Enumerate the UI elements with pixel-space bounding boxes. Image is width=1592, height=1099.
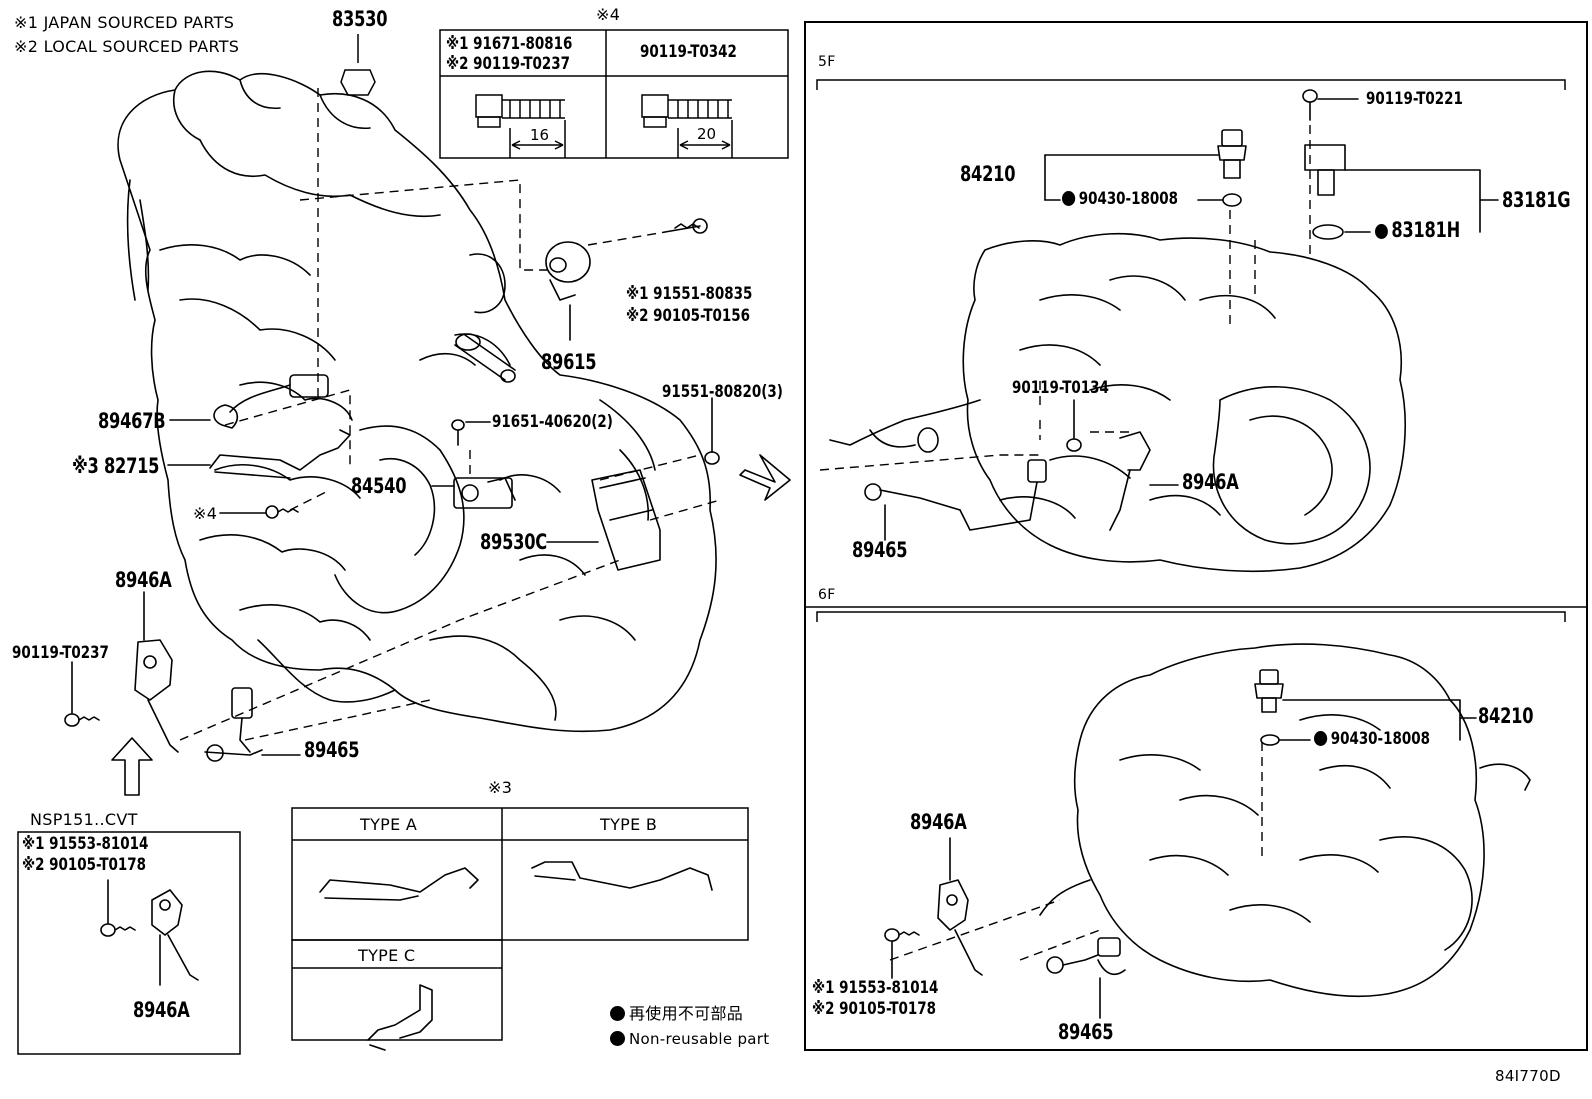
engine-drawing	[117, 70, 717, 733]
part-label-90119-T0134[interactable]: 90119-T0134	[1012, 378, 1109, 398]
part-label-91553-81014-6f[interactable]: ※1 91553-81014	[812, 978, 939, 998]
bolt-dim-right: 20	[697, 125, 717, 143]
type-table-title: ※3	[488, 778, 513, 797]
part-label-84210-6f[interactable]: 84210	[1478, 704, 1534, 728]
part-label-83530[interactable]: 83530	[332, 7, 388, 31]
non-reusable-dot-icon	[610, 1006, 625, 1021]
cvt-part-90105-T0178[interactable]: ※2 90105-T0178	[22, 855, 146, 875]
label-x4-bolt: ※4	[193, 504, 218, 523]
type-b-label: TYPE B	[600, 815, 658, 834]
part-label-90119-T0221[interactable]: 90119-T0221	[1366, 89, 1463, 109]
part-label-84540[interactable]: 84540	[351, 474, 407, 498]
type-a-label: TYPE A	[360, 815, 418, 834]
part-label-90430-18008-5f[interactable]: 90430-18008	[1062, 191, 1178, 208]
part-label-89465-left[interactable]: 89465	[304, 738, 360, 762]
legend-en: Non-reusable part	[610, 1031, 769, 1047]
part-label-83181G[interactable]: 83181G	[1502, 188, 1571, 212]
part-label-89467B[interactable]: 89467B	[98, 409, 166, 433]
non-reusable-dot-icon	[1062, 191, 1076, 206]
part-label-8946A-left[interactable]: 8946A	[115, 568, 172, 592]
legend-jp-text: 再使用不可部品	[629, 1004, 744, 1023]
type-c-label: TYPE C	[358, 946, 416, 965]
part-label-84210-5f[interactable]: 84210	[960, 162, 1016, 186]
non-reusable-dot-icon	[1314, 731, 1328, 746]
note-japan-sourced: ※1 JAPAN SOURCED PARTS	[14, 13, 235, 32]
bolt-table-left-line2[interactable]: ※2 90119-T0237	[446, 54, 570, 74]
part-label-8946A-5f[interactable]: 8946A	[1182, 470, 1239, 494]
part-label-89465-5f[interactable]: 89465	[852, 538, 908, 562]
part-label-90105-T0156[interactable]: ※2 90105-T0156	[626, 306, 750, 326]
panel-5f-label: 5F	[818, 54, 836, 70]
bolt-table-title: ※4	[596, 5, 621, 24]
part-number-text: 90430-18008	[1330, 729, 1430, 749]
bolt-table-left-line1[interactable]: ※1 91671-80816	[446, 34, 573, 54]
part-label-90105-T0178-6f[interactable]: ※2 90105-T0178	[812, 999, 936, 1019]
part-label-82715[interactable]: ※3 82715	[72, 454, 160, 478]
part-label-91651-40620[interactable]: 91651-40620(2)	[492, 412, 613, 432]
part-label-89615[interactable]: 89615	[541, 350, 597, 374]
diagram-code: 84I770D	[1495, 1067, 1561, 1085]
note-local-sourced: ※2 LOCAL SOURCED PARTS	[14, 37, 240, 56]
cvt-part-8946A[interactable]: 8946A	[133, 998, 190, 1022]
cvt-box-title: NSP151..CVT	[30, 810, 138, 829]
part-label-90430-18008-6f[interactable]: 90430-18008	[1314, 731, 1430, 748]
part-label-91551-80835[interactable]: ※1 91551-80835	[626, 284, 753, 304]
bolt-table-right-head[interactable]: 90119-T0342	[640, 42, 737, 62]
part-label-8946A-6f[interactable]: 8946A	[910, 810, 967, 834]
part-label-89465-6f[interactable]: 89465	[1058, 1020, 1114, 1044]
part-number-text: 90430-18008	[1078, 189, 1178, 209]
part-label-83181H[interactable]: 83181H	[1375, 220, 1460, 241]
legend-jp: 再使用不可部品	[610, 1006, 743, 1022]
part-label-89530C[interactable]: 89530C	[480, 530, 547, 554]
panel-6f-label: 6F	[818, 587, 836, 603]
bolt-dim-left: 16	[530, 126, 550, 144]
part-label-90119-T0237[interactable]: 90119-T0237	[12, 643, 109, 663]
cvt-part-91553-81014[interactable]: ※1 91553-81014	[22, 834, 149, 854]
legend-en-text: Non-reusable part	[629, 1030, 770, 1048]
part-number-text: 83181H	[1391, 218, 1460, 242]
non-reusable-dot-icon	[610, 1031, 625, 1046]
part-label-91551-80820[interactable]: 91551-80820(3)	[662, 382, 783, 402]
non-reusable-dot-icon	[1375, 224, 1388, 239]
